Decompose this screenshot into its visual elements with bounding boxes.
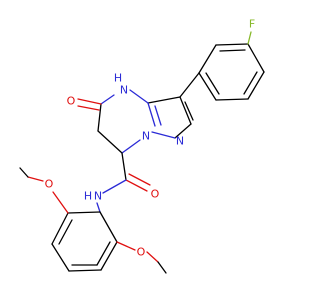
bond bbox=[146, 251, 159, 263]
bond bbox=[51, 212, 69, 245]
bond bbox=[129, 89, 149, 104]
bond bbox=[27, 176, 44, 182]
bond bbox=[147, 96, 181, 104]
bond bbox=[154, 105, 162, 126]
molecule-diagram: F H N O N N O H N O O bbox=[19, 18, 265, 274]
bond bbox=[52, 191, 69, 214]
bond bbox=[198, 72, 217, 101]
bond bbox=[179, 72, 200, 98]
bond bbox=[100, 241, 118, 271]
pyrazole-ring bbox=[147, 96, 194, 139]
bond bbox=[58, 219, 73, 245]
amide-hydrogen-label: H bbox=[84, 190, 92, 203]
amide-nitrogen-label: N bbox=[94, 190, 102, 203]
bond bbox=[151, 131, 176, 139]
bond bbox=[125, 179, 148, 192]
bond bbox=[247, 43, 265, 73]
dihydropyrimidinone-ring bbox=[77, 89, 149, 154]
bond bbox=[68, 269, 102, 272]
bond bbox=[99, 211, 118, 243]
structure-drawing: F H N O N N O H N O O bbox=[19, 18, 265, 274]
fluorophenyl-ring bbox=[198, 31, 265, 101]
bond bbox=[51, 243, 70, 272]
fluorine-label: F bbox=[249, 18, 255, 31]
bond bbox=[215, 43, 249, 46]
bond bbox=[215, 98, 249, 101]
bond bbox=[205, 72, 220, 95]
bond bbox=[96, 241, 111, 266]
bond bbox=[19, 167, 29, 178]
bond bbox=[247, 31, 252, 45]
bond bbox=[157, 261, 167, 274]
bond bbox=[198, 44, 217, 74]
bond bbox=[243, 71, 258, 95]
bond bbox=[219, 49, 246, 52]
bond bbox=[100, 94, 115, 105]
bond bbox=[102, 179, 127, 194]
methoxy-oxygen-bottom-label: O bbox=[137, 246, 146, 259]
bond bbox=[67, 211, 101, 214]
bond bbox=[96, 202, 101, 213]
ketone-oxygen-label: O bbox=[67, 95, 76, 108]
bond bbox=[174, 123, 192, 139]
methoxy-oxygen-top-label: O bbox=[45, 178, 54, 191]
bond bbox=[97, 103, 102, 132]
bond bbox=[128, 173, 151, 186]
bond bbox=[97, 130, 123, 154]
carboxamide-group bbox=[96, 152, 151, 213]
bridgehead-nitrogen-label: N bbox=[142, 130, 150, 143]
amide-oxygen-label: O bbox=[151, 188, 160, 201]
ring-nh-hydrogen-label: H bbox=[114, 72, 122, 85]
pyrazole-nitrogen-label: N bbox=[176, 135, 184, 148]
bond bbox=[247, 71, 265, 100]
bond bbox=[121, 139, 141, 154]
bond bbox=[147, 102, 156, 127]
ring-nh-nitrogen-label: N bbox=[120, 84, 128, 97]
dimethoxyphenyl-ring bbox=[19, 167, 167, 274]
bond bbox=[184, 101, 194, 121]
bond bbox=[179, 96, 192, 125]
bond bbox=[121, 152, 127, 181]
bond bbox=[77, 98, 102, 105]
atom-labels: F H N O N N O H N O O bbox=[45, 18, 256, 259]
bond bbox=[116, 241, 136, 251]
bond bbox=[77, 105, 100, 111]
